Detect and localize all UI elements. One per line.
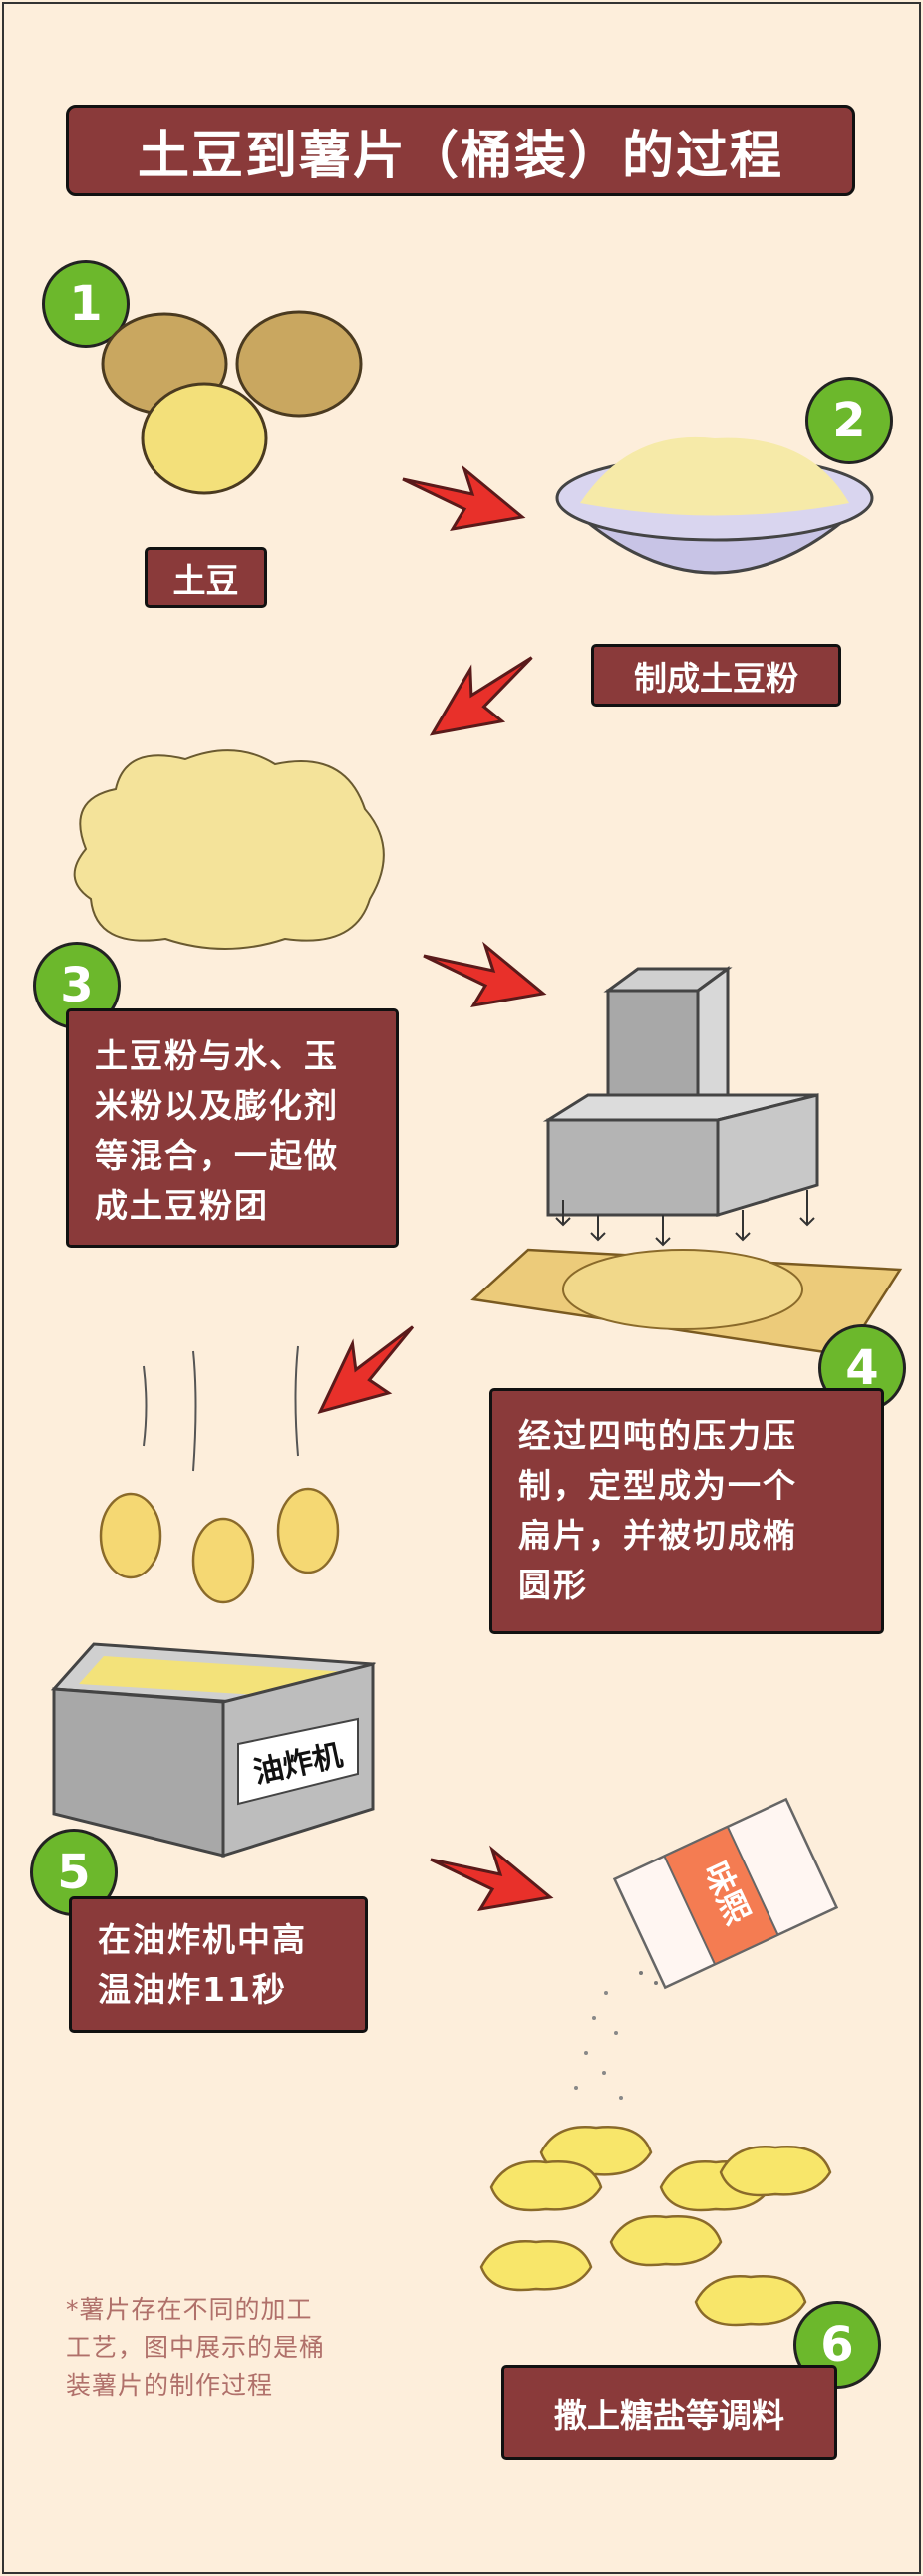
text-line: 扁片，并被切成椭 xyxy=(518,1516,797,1555)
footnote-line: 工艺，图中展示的是桶 xyxy=(66,2333,326,2362)
potatoes-illustration xyxy=(101,310,363,495)
text-line: 成土豆粉团 xyxy=(95,1186,269,1225)
step-6-label: 撒上糖盐等调料 xyxy=(501,2365,837,2460)
footnote-line: *薯片存在不同的加工 xyxy=(66,2295,313,2324)
seasoning-bag-illustration: 味熙 xyxy=(612,1797,839,1990)
text-line: 米粉以及膨化剂 xyxy=(95,1086,339,1125)
text-line: 等混合，一起做 xyxy=(95,1136,339,1175)
text-line: 制，定型成为一个 xyxy=(518,1466,797,1505)
footnote: *薯片存在不同的加工 工艺，图中展示的是桶 装薯片的制作过程 xyxy=(66,2291,385,2405)
seasoned-chips-illustration xyxy=(479,1991,832,2327)
text-line: 经过四吨的压力压 xyxy=(518,1416,797,1455)
arrow-icon xyxy=(429,1848,552,1911)
step-3-description: 土豆粉与水、玉 米粉以及膨化剂 等混合，一起做 成土豆粉团 xyxy=(66,1008,399,1248)
text-line: 温油炸11秒 xyxy=(98,1970,287,2009)
fryer-illustration: 油炸机 xyxy=(50,1642,377,1859)
step-2-label: 制成土豆粉 xyxy=(591,644,841,707)
text-line: 在油炸机中高 xyxy=(98,1920,307,1959)
dough-illustration xyxy=(73,749,385,950)
page-title: 土豆到薯片（桶装）的过程 xyxy=(66,105,855,196)
text-line: 土豆粉与水、玉 xyxy=(95,1036,339,1075)
arrow-icon xyxy=(401,467,524,531)
step-2-badge: 2 xyxy=(805,377,893,464)
text-line: 圆形 xyxy=(518,1566,588,1604)
falling-chips-illustration xyxy=(99,1345,340,1604)
step-5-description: 在油炸机中高 温油炸11秒 xyxy=(69,1896,368,2033)
flour-bowl-illustration xyxy=(555,436,874,575)
press-illustration xyxy=(470,966,903,1357)
step-1-label: 土豆 xyxy=(145,547,267,608)
footnote-line: 装薯片的制作过程 xyxy=(66,2371,274,2400)
arrow-icon xyxy=(414,646,551,747)
step-4-description: 经过四吨的压力压 制，定型成为一个 扁片，并被切成椭 圆形 xyxy=(489,1388,884,1634)
